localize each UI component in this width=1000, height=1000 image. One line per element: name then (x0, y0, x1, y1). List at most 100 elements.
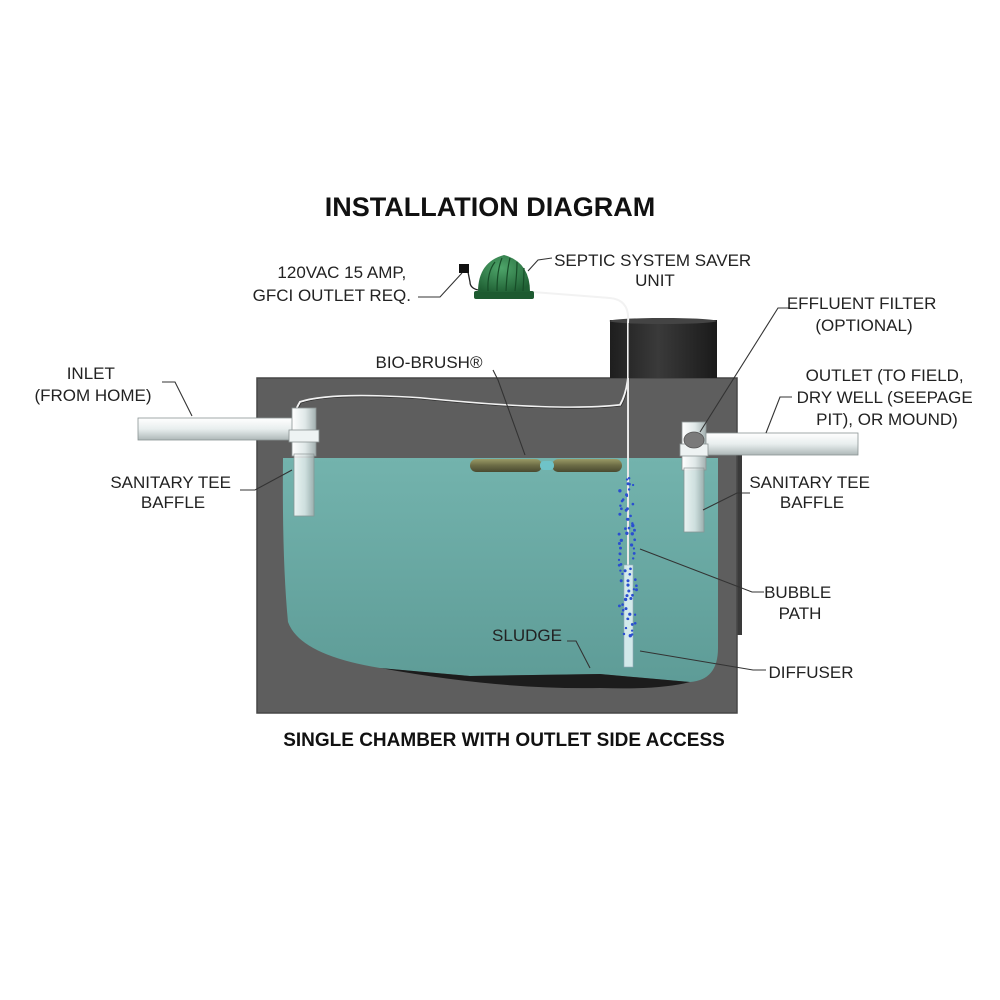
bubble (621, 498, 625, 501)
inlet-pipe (137, 417, 299, 441)
water-level (282, 458, 718, 682)
air-hose-shadow (292, 323, 630, 447)
leader-power (418, 272, 463, 298)
bubble (619, 504, 622, 508)
bubble (632, 552, 636, 555)
bubble (623, 569, 627, 573)
sludge-layer (380, 668, 690, 689)
leader-sludge (567, 640, 591, 669)
bubble (635, 588, 638, 592)
leader-bio-brush (492, 369, 526, 456)
bubble (624, 626, 628, 630)
power-cord (467, 271, 479, 291)
bubble (617, 532, 621, 536)
access-riser (610, 320, 717, 378)
bubble (629, 543, 634, 547)
bio-brush (470, 459, 622, 472)
bubble (627, 526, 631, 530)
bubble (626, 482, 630, 486)
bubble (620, 507, 623, 511)
bubble (625, 531, 629, 535)
label-outlet: OUTLET (TO FIELD, DRY WELL (SEEPAGE PIT)… (797, 366, 978, 429)
bubble (619, 579, 623, 583)
label-bubble-path: BUBBLE PATH (764, 583, 836, 623)
bubble (617, 563, 621, 567)
leader-effluent-filter (699, 307, 790, 433)
bubble (619, 546, 622, 550)
bubble (622, 632, 626, 636)
power-plug (459, 264, 469, 273)
bubble (618, 552, 622, 556)
bubble (629, 596, 633, 601)
label-inlet: INLET (FROM HOME) (34, 364, 151, 405)
label-diffuser: DIFFUSER (769, 663, 854, 682)
bubble (627, 617, 630, 621)
bubble (633, 613, 637, 616)
diagram-title: INSTALLATION DIAGRAM (325, 192, 655, 222)
bubble (623, 597, 628, 602)
septic-system-saver-unit (474, 255, 534, 299)
bubble (629, 567, 632, 571)
bubble (633, 538, 637, 542)
access-riser-top (609, 318, 717, 324)
bubble (629, 514, 632, 518)
bubble (632, 547, 636, 550)
bubble (625, 594, 629, 598)
bubble (626, 579, 630, 583)
bubble (630, 622, 634, 626)
bubble (617, 604, 621, 608)
bubble (624, 607, 628, 611)
bubble (628, 634, 632, 638)
leader-inlet (162, 381, 193, 417)
bubble (619, 569, 622, 572)
bubble (631, 502, 635, 506)
bubble (618, 489, 622, 493)
effluent-filter (683, 431, 705, 449)
leader-tee-left (240, 469, 293, 491)
label-sludge: SLUDGE (492, 626, 562, 645)
leader-bubble-path (639, 548, 764, 593)
bubble (625, 493, 628, 497)
bubble-path (617, 477, 638, 638)
outlet-tee-drop (683, 467, 705, 533)
bubble (633, 621, 637, 625)
bubble (631, 523, 635, 528)
label-unit: SEPTIC SYSTEM SAVER UNIT (554, 251, 756, 290)
bubble (627, 477, 631, 480)
bubble (625, 518, 629, 521)
label-bio-brush: BIO-BRUSH® (376, 353, 483, 372)
outlet-pipe (699, 432, 859, 456)
bubble (618, 512, 622, 516)
bubble (624, 508, 628, 512)
bubble (617, 541, 621, 546)
bubble (626, 583, 630, 587)
bubble (635, 584, 638, 588)
bubble (632, 557, 635, 560)
inlet-tee-drop (293, 453, 315, 517)
bubble (632, 588, 636, 591)
leader-tee-right (702, 492, 750, 511)
bubble (624, 527, 627, 530)
inlet-tee-collar (288, 429, 320, 443)
bubble (621, 572, 624, 576)
bubble (631, 593, 634, 597)
bubble (621, 603, 624, 606)
diffuser (623, 564, 634, 668)
diagram-subtitle: SINGLE CHAMBER WITH OUTLET SIDE ACCESS (283, 730, 725, 751)
bubble (627, 488, 631, 491)
bubble (630, 532, 634, 536)
bubble (617, 558, 621, 562)
air-hose (290, 290, 630, 446)
bubble (630, 629, 634, 632)
bubble (627, 589, 631, 593)
bubble (628, 572, 632, 576)
bubble (621, 608, 625, 612)
bubble (633, 528, 636, 532)
label-effluent-filter: EFFLUENT FILTER (OPTIONAL) (787, 294, 941, 335)
leader-diffuser (639, 650, 766, 671)
bubble (633, 578, 637, 581)
label-outlet-power: 120VAC 15 AMP, GFCI OUTLET REQ. (253, 263, 411, 305)
bubble (628, 612, 632, 616)
bubble (631, 483, 635, 487)
leader-outlet (765, 396, 792, 434)
